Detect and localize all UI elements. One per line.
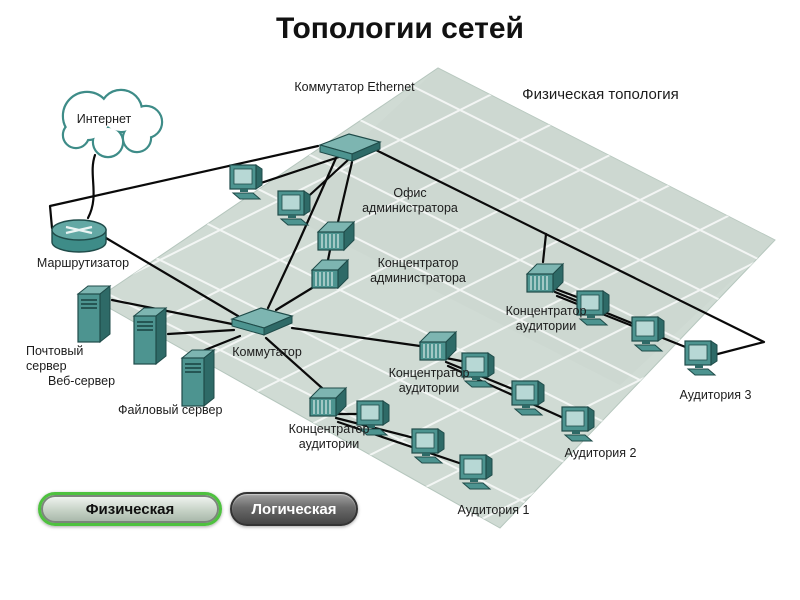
label-classroom-hub-mid: Концентратор аудитории [388,366,470,395]
classroom2-pc-icon [561,406,595,442]
router-icon [51,219,107,253]
label-router: Маршрутизатор [36,256,130,270]
label-classroom-hub-left: Концентратор аудитории [288,422,370,451]
web-server-icon [133,307,167,365]
label-ethernet-switch: Коммутатор Ethernet [294,80,415,94]
label-web-server: Веб-сервер [48,374,116,388]
label-admin-hub: Концентратор администратора [370,256,466,285]
label-file-server: Файловый сервер [118,403,223,417]
label-classroom-hub-right: Концентратор аудитории [505,304,587,333]
label-room1: Аудитория 1 [457,503,530,517]
page-title: Топологии сетей [276,12,524,45]
classroom-hub-icon [419,331,457,361]
file-server-icon [181,349,215,407]
label-mail-server: Почтовый сервер [26,344,84,373]
label-room3: Аудитория 3 [679,388,752,402]
classroom3-pc-icon [684,340,718,376]
mail-server-icon [77,285,111,343]
label-admin-office: Офис администратора [362,186,458,215]
label-switch: Коммутатор [232,345,302,359]
logical-view-button[interactable]: Логическая [230,492,358,526]
diagram-heading: Физическая топология [522,86,679,103]
admin-hub-icon [311,259,349,289]
internet-cloud-icon [61,88,164,159]
devices [51,88,718,490]
label-room2: Аудитория 2 [564,446,637,460]
classroom-hub-icon [526,263,564,293]
label-internet: Интернет [76,112,132,126]
classroom-hub-icon [309,387,347,417]
office-hub-icon [317,221,355,251]
physical-view-button[interactable]: Физическая [38,492,222,526]
